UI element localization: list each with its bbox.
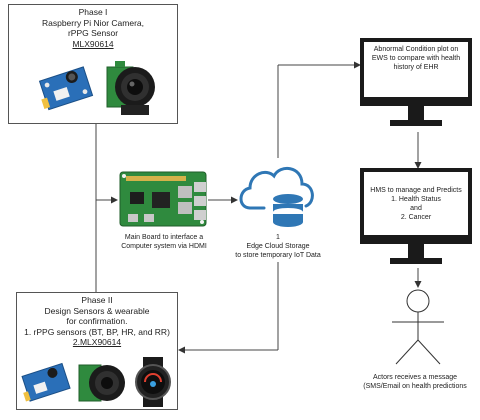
main-board-caption: Main Board to interface a Computer syste…	[100, 233, 228, 251]
cloud-icon	[239, 167, 314, 210]
cloud-line2: Edge Cloud Storage	[246, 243, 310, 250]
hms-line4: 2. Cancer	[400, 214, 432, 221]
hms-line2: 1. Health Status	[391, 196, 441, 203]
hms-line1: HMS to manage and Predicts	[370, 187, 462, 194]
cloud-line3: to store temporary IoT Data	[235, 252, 321, 259]
phase2-line2: for confirmation.	[66, 316, 128, 326]
cloud-storage	[236, 158, 320, 232]
ews-line2: EWS to compare with health	[371, 55, 461, 62]
phase2-line3: 1. rPPG sensors (BT, BP, HR, and RR)	[24, 326, 170, 337]
ews-monitor-base	[390, 120, 442, 126]
actor-line2: (SMS/Email on health predictions	[363, 383, 467, 390]
phase2-line4: 2.MLX90614	[72, 337, 122, 347]
ews-monitor-stand	[408, 106, 424, 120]
smartwatch-icon	[135, 357, 171, 407]
camera-icon	[106, 61, 155, 115]
rppg-sensor-icon	[38, 66, 94, 111]
actor-caption: Actors receives a message (SMS/Email on …	[350, 373, 480, 391]
rppg-sensor-icon-2	[21, 362, 71, 402]
phase1-line1: Raspberry Pi Nior Camera,	[41, 17, 145, 28]
actor-stick-figure-icon	[392, 289, 444, 365]
hms-monitor-stand	[408, 244, 424, 258]
hms-monitor: HMS to manage and Predicts 1. Health Sta…	[360, 168, 472, 268]
main-board-line1: Main Board to interface a	[124, 234, 204, 241]
ews-line1: Abnormal Condition plot on	[373, 46, 459, 53]
phase1-line3: MLX90614	[72, 38, 114, 49]
main-board-line2: Computer system via HDMI	[121, 243, 207, 250]
actor-line1: Actors receives a message	[372, 374, 458, 381]
hms-line3: and	[410, 205, 422, 212]
raspberry-pi-board-icon	[119, 171, 207, 227]
ews-monitor: Abnormal Condition plot on EWS to compar…	[360, 38, 472, 132]
phase2-title: Phase II	[81, 295, 113, 305]
cloud-line1: 1	[276, 234, 280, 241]
phase2-line1: Design Sensors & wearable	[44, 305, 150, 316]
phase1-box: Phase I Raspberry Pi Nior Camera, rPPG S…	[8, 4, 178, 124]
phase2-box: Phase II Design Sensors & wearable for c…	[16, 292, 178, 410]
phase1-title: Phase I	[78, 7, 108, 17]
database-icon	[273, 194, 303, 227]
ews-line3: history of EHR	[393, 64, 439, 71]
cloud-caption: 1 Edge Cloud Storage to store temporary …	[228, 233, 328, 260]
hms-monitor-base	[390, 258, 442, 264]
phase1-line2: rPPG Sensor	[67, 28, 119, 38]
camera-icon-2	[78, 364, 125, 402]
main-board	[118, 168, 208, 230]
